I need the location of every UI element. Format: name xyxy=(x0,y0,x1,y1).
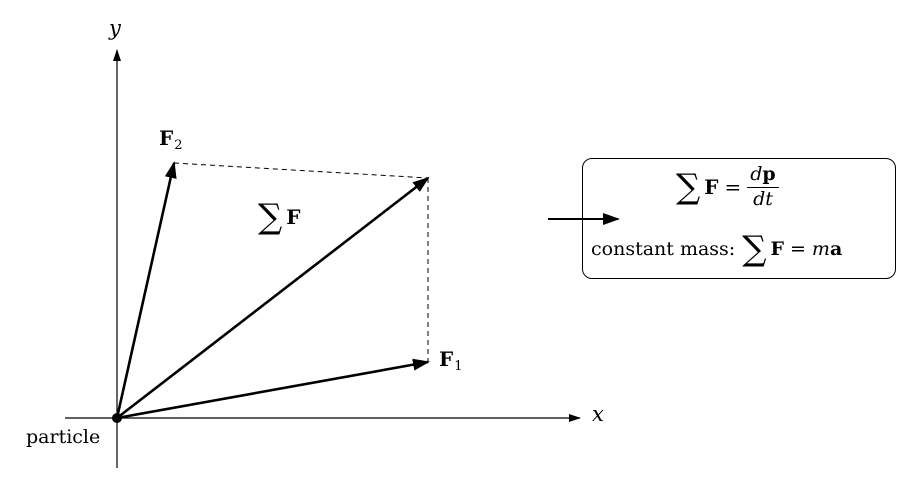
eq1-force-symbol: F xyxy=(704,175,719,200)
newton-law-box xyxy=(582,158,896,279)
momentum-derivative-fraction: dp dt xyxy=(747,163,779,210)
y-axis-label: y xyxy=(109,16,121,40)
eq2-equals-sign: = xyxy=(789,238,806,260)
eq2-force-symbol: F xyxy=(770,238,784,260)
resultant-force-label: ∑F xyxy=(258,200,300,234)
eq2-summation-symbol: ∑ xyxy=(742,229,767,269)
dashed-line-top xyxy=(173,162,429,179)
resultant-force-vector xyxy=(116,176,430,420)
eq1-summation-symbol: ∑ xyxy=(676,167,701,208)
newton-second-law-equation: ∑ F = dp dt xyxy=(676,163,779,210)
acceleration-symbol: a xyxy=(829,238,843,260)
force-f1-symbol: F xyxy=(439,347,454,371)
force-f1-subscript: 1 xyxy=(454,359,463,374)
force-f2-vector xyxy=(115,161,177,419)
fraction-numerator: dp xyxy=(747,163,779,188)
force-f2-symbol: F xyxy=(159,126,174,150)
summation-symbol: ∑ xyxy=(258,197,283,237)
particle-dot xyxy=(112,413,122,423)
fraction-denominator: dt xyxy=(753,187,773,210)
resultant-force-symbol: F xyxy=(286,205,301,229)
force-f2-label: F2 xyxy=(159,128,182,152)
x-axis-label: x xyxy=(592,402,604,426)
mass-symbol: m xyxy=(811,238,830,260)
numerator-p: p xyxy=(762,163,776,185)
constant-mass-prefix: constant mass: xyxy=(591,238,736,260)
numerator-d: d xyxy=(750,163,763,185)
force-f2-subscript: 2 xyxy=(174,138,183,153)
particle-label: particle xyxy=(26,426,101,448)
force-f1-vector xyxy=(116,358,430,420)
eq1-equals-sign: = xyxy=(724,175,742,200)
force-f1-label: F1 xyxy=(439,349,462,373)
